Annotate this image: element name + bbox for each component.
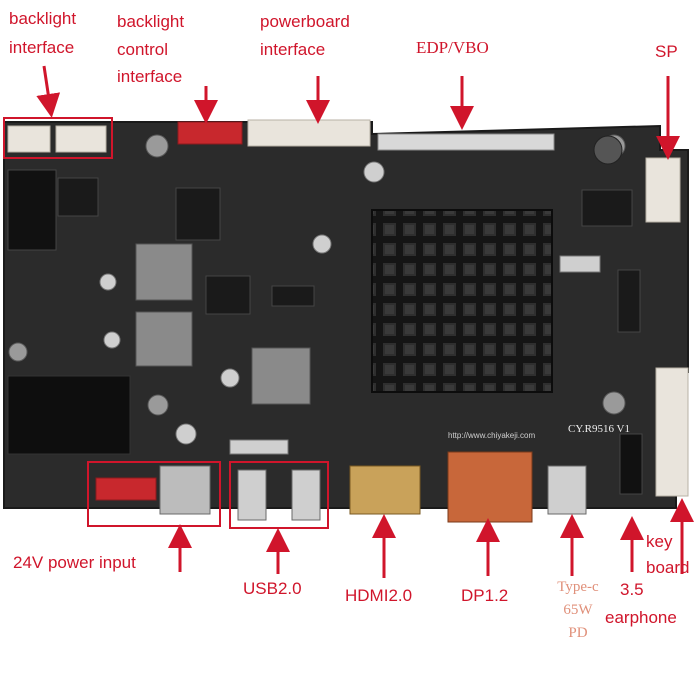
keyboard-connector	[655, 367, 689, 497]
label-powerboard-line1: powerboard	[260, 12, 350, 31]
label-hdmi2: HDMI2.0	[345, 586, 413, 605]
board-model: CY.R9516 V1	[568, 423, 630, 435]
label-backlight-control-line3: interface	[117, 67, 183, 86]
label-keyboard-line1: key	[646, 532, 673, 551]
sp-connector	[645, 157, 681, 223]
board-url: http://www.chiyakeji.com	[448, 431, 535, 440]
label-usb2: USB2.0	[243, 579, 302, 598]
heatsink	[371, 209, 553, 393]
components-right	[559, 189, 643, 495]
bottom-connectors	[87, 451, 587, 529]
label-edp-vbo: EDP/VBO	[416, 38, 489, 57]
label-typec-line1: Type-c	[557, 579, 599, 595]
label-backlight-interface-line1: backlight	[9, 9, 77, 28]
label-sp: SP	[655, 42, 678, 61]
label-typec-line2: 65W	[563, 602, 593, 618]
label-backlight-control-line2: control	[117, 40, 169, 59]
label-powerboard-line2: interface	[260, 40, 326, 59]
label-earphone-line2: earphone	[605, 608, 677, 627]
label-24v-power-input: 24V power input	[13, 553, 136, 572]
edp-vbo-connector	[377, 133, 555, 151]
components-left	[7, 169, 332, 455]
label-typec-line3: PD	[568, 625, 588, 641]
backlight-interface-connectors	[3, 117, 113, 159]
callout-arrows	[36, 65, 694, 578]
label-dp12: DP1.2	[461, 586, 509, 605]
label-keyboard-line2: board	[646, 558, 690, 577]
backlight-control-connector	[177, 121, 243, 145]
label-earphone-line1: 3.5	[620, 580, 644, 599]
powerboard-connector	[247, 119, 371, 147]
label-backlight-control-line1: backlight	[117, 12, 185, 31]
label-backlight-interface-line2: interface	[9, 38, 75, 57]
